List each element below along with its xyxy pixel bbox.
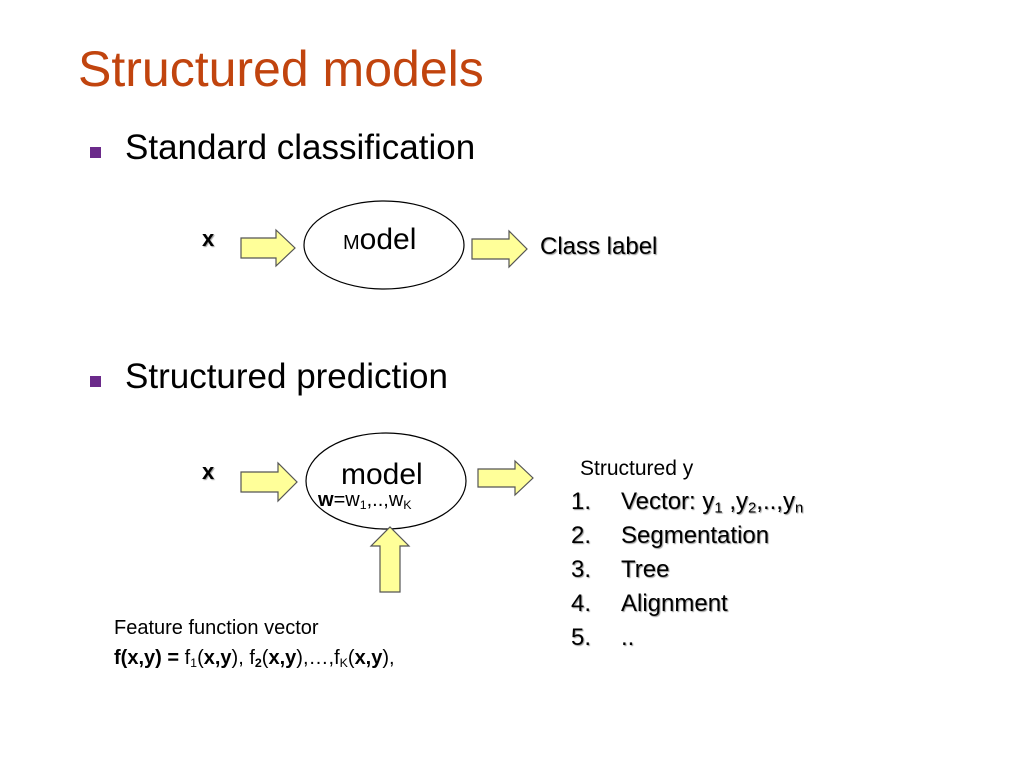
- structured-y-heading: Structured y: [580, 457, 694, 480]
- bullet-marker: [90, 147, 101, 158]
- bullet-marker: [90, 376, 101, 387]
- list-item: 1.Vector: y1 ,y2,..,yn: [571, 488, 804, 517]
- model-ellipse-1: [303, 200, 465, 290]
- output-arrow-2: [477, 459, 534, 497]
- bullet-standard-classification: Standard classification: [125, 128, 476, 167]
- class-label-text: Class label: [540, 233, 658, 260]
- bullet-structured-prediction: Structured prediction: [125, 357, 448, 396]
- output-arrow-1: [471, 229, 528, 269]
- feature-formula: f(x,y) = f1(x,y), f2(x,y),…,fK(x,y),: [114, 647, 395, 671]
- input-arrow-1: [240, 228, 296, 268]
- list-item: 4.Alignment: [571, 590, 728, 617]
- list-item: 2.Segmentation: [571, 522, 770, 549]
- model-label: model: [341, 458, 423, 491]
- input-arrow-2: [240, 461, 298, 503]
- slide-title: Structured models: [78, 41, 484, 97]
- feature-heading: Feature function vector: [114, 617, 319, 639]
- weights-label: w=w1,..,wK: [318, 489, 412, 513]
- input-label-x: x: [202, 459, 215, 484]
- model-label: Model: [343, 223, 417, 256]
- list-item: 5...: [571, 624, 635, 651]
- model-ellipse-2: [305, 432, 467, 530]
- list-item: 3.Tree: [571, 556, 670, 583]
- feature-arrow-up: [369, 526, 411, 593]
- input-label-x: x: [202, 226, 215, 251]
